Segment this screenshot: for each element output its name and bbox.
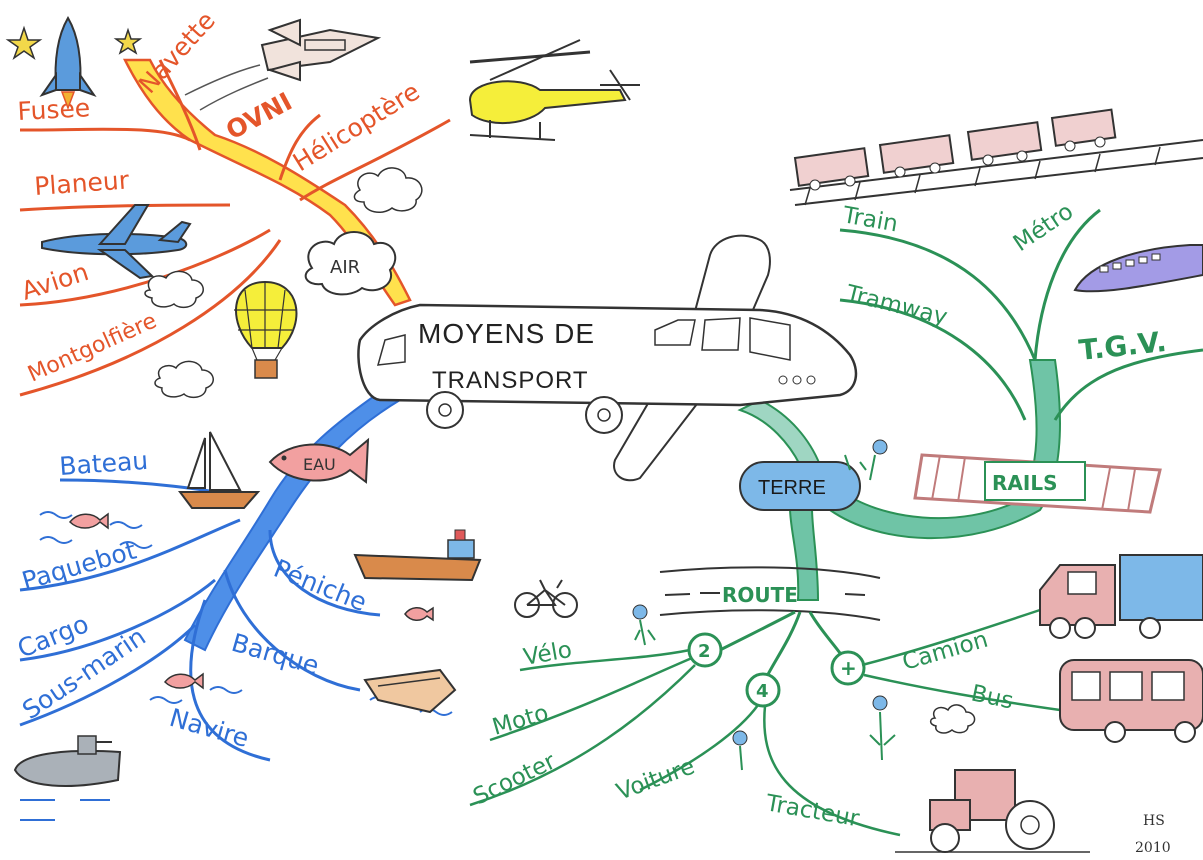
flower-icon <box>869 695 896 761</box>
fish-icon <box>404 606 434 622</box>
center-airplane-bus: MOYENS DE TRANSPORT <box>357 234 858 482</box>
route-item-tracteur: Tracteur <box>763 790 862 832</box>
eau-line-navire <box>189 599 271 762</box>
rails-line-metro <box>1033 208 1101 361</box>
metro-icon <box>1073 244 1203 293</box>
route-item-moto: Moto <box>489 700 551 741</box>
terre-branch: TERRE RAILS Train Métro Tramway T.G.V. <box>469 108 1203 853</box>
eau-line-peniche <box>268 529 381 617</box>
eau-item-navire: Navire <box>166 703 252 753</box>
space-shuttle-icon <box>184 18 382 111</box>
terre-bubble: TERRE <box>739 461 861 511</box>
eau-line-cargo <box>19 578 216 662</box>
fish-icon <box>163 672 204 690</box>
air-branch-line-ovni <box>278 113 321 181</box>
terre-to-route <box>788 507 820 601</box>
sailboat-icon <box>178 431 261 509</box>
terre-label: TERRE <box>758 477 826 499</box>
air-item-fusee: Fusee <box>17 93 91 126</box>
air-trunk <box>122 58 412 307</box>
svg-text:2: 2 <box>698 641 711 662</box>
route-item-voiture: Voiture <box>613 753 698 805</box>
submarine-icon <box>13 735 122 787</box>
air-item-ovni: OVNI <box>221 87 297 146</box>
bus-icon <box>1059 659 1203 743</box>
rails-line-tgv <box>1053 348 1203 421</box>
eau-trunk <box>183 390 403 652</box>
badge-four-wheels: 4 <box>745 672 781 708</box>
rails-item-tramway: Tramway <box>843 280 950 330</box>
truck-icon <box>1039 554 1203 639</box>
train-icon <box>789 108 1203 206</box>
air-cloud: AIR <box>304 231 397 296</box>
center-title-line2: TRANSPORT <box>432 367 589 394</box>
air-branch-line-fusee <box>19 127 191 142</box>
rails-line-tramway <box>839 298 1027 421</box>
hot-air-balloon-icon <box>234 280 298 379</box>
rails-track: RAILS <box>913 453 1162 514</box>
air-branch-line-helico <box>299 118 451 202</box>
route-item-velo: Vélo <box>522 637 574 671</box>
eau-item-barque: Barque <box>228 628 322 681</box>
star-icon <box>113 27 143 55</box>
bicycle-icon <box>514 579 578 618</box>
eau-branch: Bateau Paquebot Cargo Sous-marin Navire … <box>13 390 482 821</box>
air-item-montgolfiere: Montgolfière <box>24 308 160 387</box>
eau-item-peniche: Péniche <box>270 554 371 617</box>
eau-item-bateau: Bateau <box>58 446 149 481</box>
rowboat-icon <box>363 668 457 714</box>
cloud-icon <box>929 704 976 734</box>
svg-text:+: + <box>840 656 857 680</box>
rocket-icon <box>39 16 97 111</box>
eau-line-sousmarin <box>19 623 197 727</box>
rails-label: RAILS <box>992 471 1057 495</box>
eau-line-paquebot <box>19 518 241 592</box>
terre-trunk <box>737 398 822 466</box>
air-item-planeur: Planeur <box>33 165 130 201</box>
flower-icon <box>732 730 748 771</box>
svg-text:HS: HS <box>1143 813 1165 829</box>
air-item-navette: Navette <box>133 6 221 99</box>
flower-icon <box>844 439 888 481</box>
airplane-icon <box>41 204 192 280</box>
air-branch-line-navette <box>158 59 202 151</box>
cloud-icon <box>353 167 423 214</box>
air-branch-line-planeur <box>19 203 231 212</box>
route-item-scooter: Scooter <box>469 748 560 810</box>
route-line-4 <box>763 611 802 681</box>
eau-fish: EAU <box>268 437 370 484</box>
eau-label: EAU <box>303 455 336 474</box>
route-line-2 <box>719 610 796 652</box>
cloud-icon <box>154 360 214 399</box>
air-label: AIR <box>330 257 360 278</box>
eau-line-barque <box>223 569 361 692</box>
fish-icon <box>68 512 109 530</box>
barge-icon <box>353 529 482 582</box>
rails-line-train <box>839 228 1037 361</box>
flower-icon <box>632 604 656 646</box>
route-item-bus: Bus <box>969 680 1016 714</box>
badge-two-wheels: 2 <box>687 632 723 668</box>
star-icon <box>5 25 43 60</box>
tractor-icon <box>895 769 1090 853</box>
signature: HS 2010 <box>1135 813 1171 856</box>
helicopter-icon <box>468 39 640 141</box>
rails-item-tgv: T.G.V. <box>1077 325 1168 367</box>
route-item-camion: Camion <box>899 627 990 676</box>
svg-text:4: 4 <box>756 681 769 702</box>
route-label: ROUTE <box>722 583 798 607</box>
route-road: ROUTE <box>659 566 881 621</box>
badge-more-wheels: + <box>830 650 866 686</box>
cloud-icon <box>144 270 204 309</box>
svg-text:2010: 2010 <box>1135 840 1171 856</box>
waves-decoration <box>20 511 453 821</box>
center-title-line1: MOYENS DE <box>418 318 595 349</box>
terre-to-rails <box>828 359 1061 540</box>
air-branch-line-montgolfiere <box>19 239 282 397</box>
